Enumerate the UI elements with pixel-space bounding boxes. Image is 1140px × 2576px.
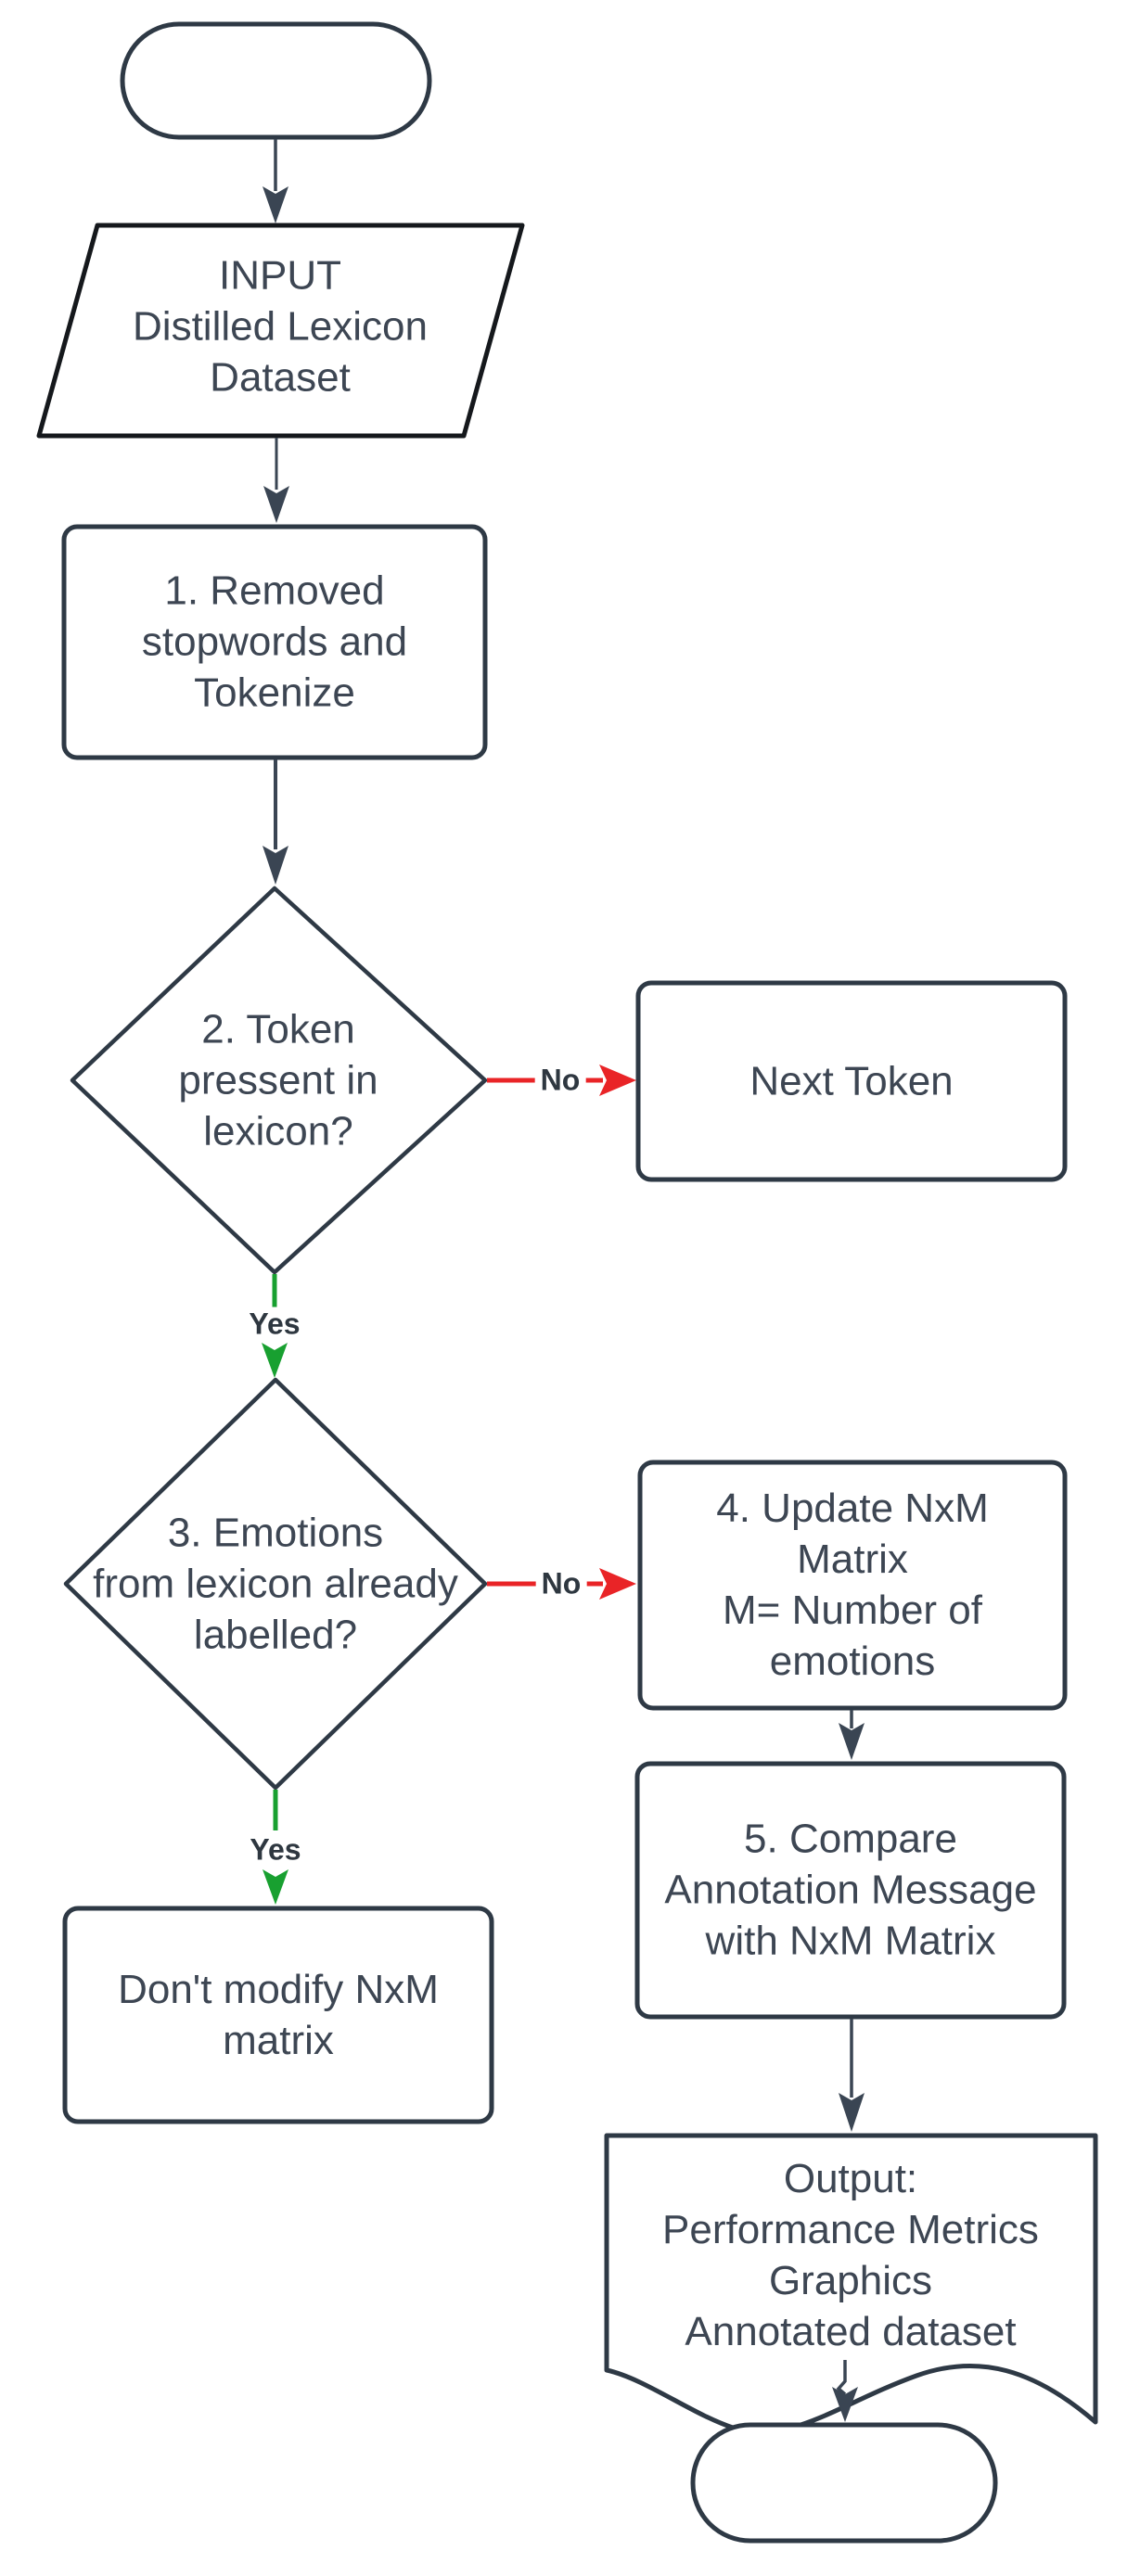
process-5-shape — [634, 1761, 1067, 2020]
dont-modify-shape — [62, 1906, 494, 2124]
arrowhead-step4-step5 — [839, 1723, 865, 1760]
end-terminator-shape — [690, 2422, 998, 2544]
input-parallelogram-shape — [36, 223, 525, 439]
process-1-shape — [61, 524, 488, 760]
process-4-shape — [637, 1460, 1068, 1711]
arrowhead-output-end — [832, 2387, 858, 2422]
arrowhead-start-input — [263, 186, 288, 223]
output-document-shape — [604, 2133, 1098, 2435]
next-token-shape — [635, 980, 1068, 1182]
flow-arrow-output-end — [836, 2360, 847, 2396]
decision-3-shape — [63, 1377, 488, 1791]
arrowhead-no-decision3 — [599, 1568, 636, 1600]
start-terminator-shape — [120, 21, 432, 140]
arrowhead-yes-decision3 — [263, 1869, 288, 1905]
arrowhead-no-decision2 — [599, 1065, 636, 1096]
decision-2-shape — [70, 886, 488, 1275]
arrowhead-step1-decision2 — [263, 846, 288, 885]
arrowhead-yes-decision2 — [262, 1343, 288, 1378]
arrowhead-step5-output — [839, 2093, 865, 2132]
arrowhead-input-step1 — [263, 486, 289, 523]
